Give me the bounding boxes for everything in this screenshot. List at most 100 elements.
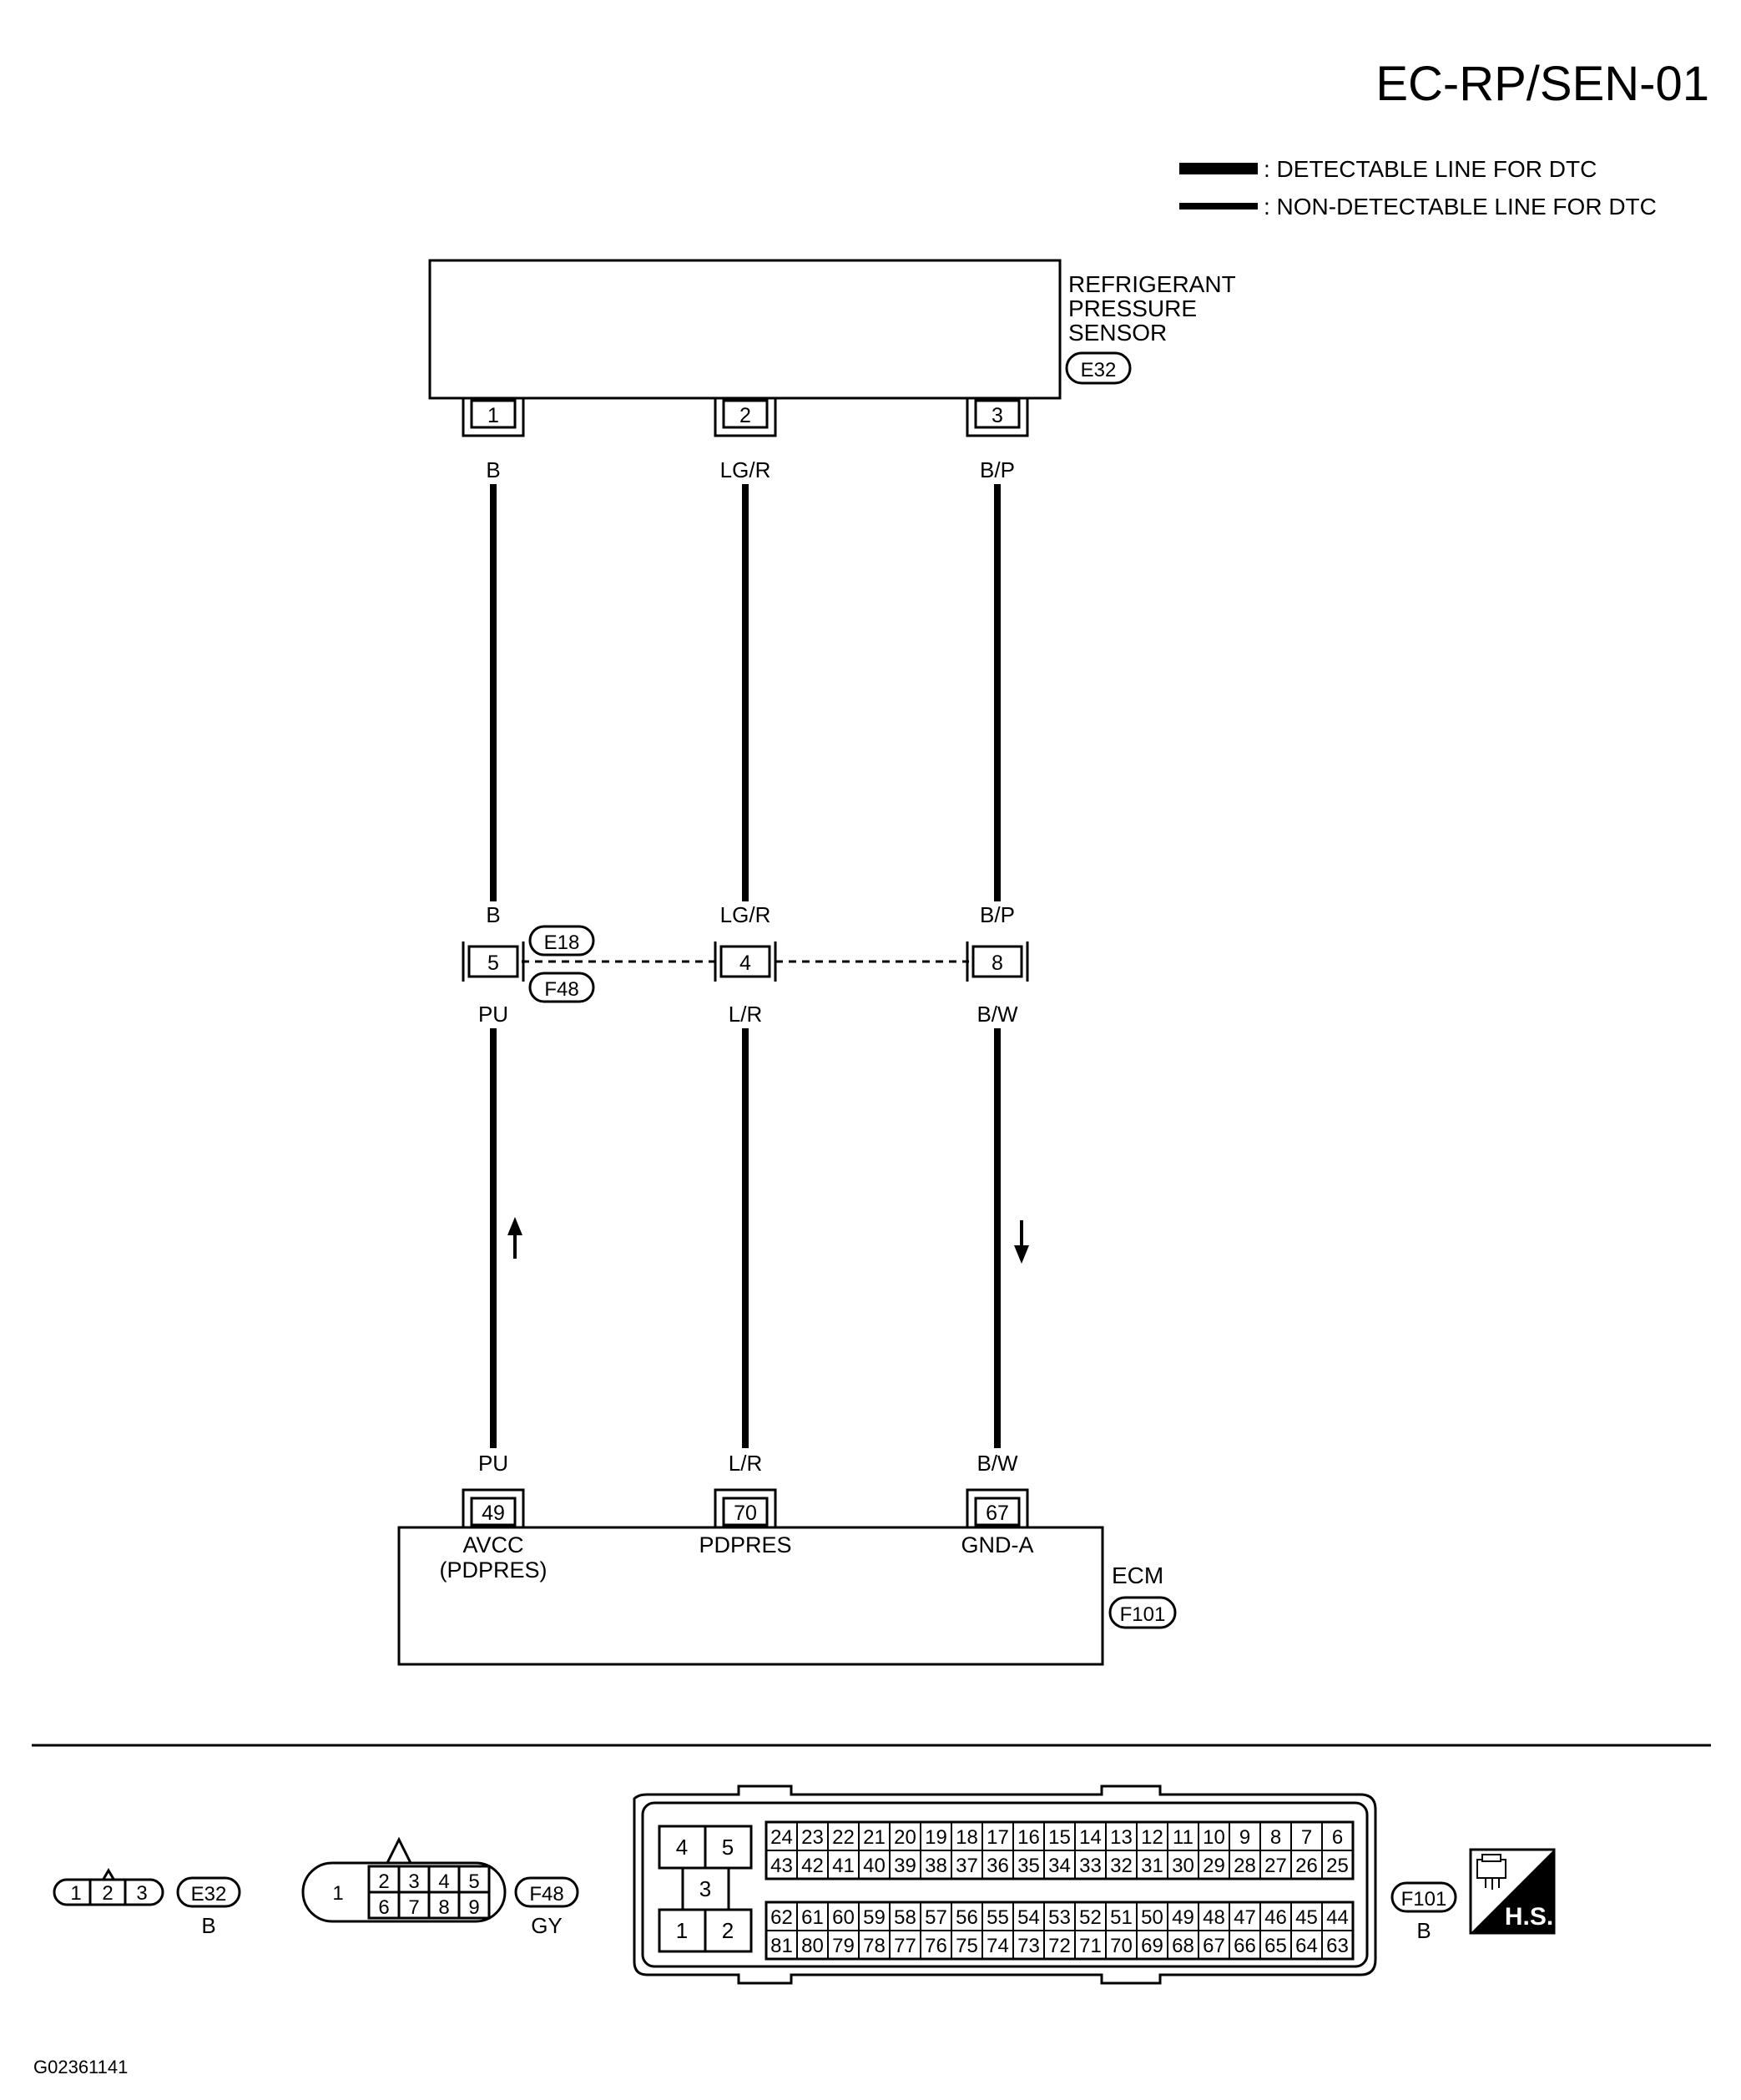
f101-pin-number: 59 bbox=[863, 1906, 886, 1929]
f101-pin-number: 26 bbox=[1295, 1855, 1318, 1877]
ecm-terminal-49-label: AVCC bbox=[462, 1532, 523, 1557]
f101-pin-number: 75 bbox=[956, 1935, 978, 1957]
f101-view-pin-4: 4 bbox=[676, 1835, 688, 1860]
f101-pin-number: 38 bbox=[925, 1855, 947, 1877]
e32-view-pin-1: 1 bbox=[70, 1882, 81, 1905]
f101-pin-number: 72 bbox=[1048, 1935, 1071, 1957]
f101-pin-number: 18 bbox=[956, 1826, 978, 1849]
sensor-connector-id: E32 bbox=[1081, 359, 1117, 381]
f101-pin-number: 27 bbox=[1264, 1855, 1287, 1877]
f101-pin-number: 20 bbox=[894, 1826, 916, 1849]
f101-view-color: B bbox=[1416, 1918, 1431, 1943]
arrow-down-icon bbox=[1014, 1220, 1029, 1264]
f101-pin-number: 16 bbox=[1017, 1826, 1040, 1849]
f101-pin-number: 39 bbox=[894, 1855, 916, 1877]
joint-pin-5: 5 bbox=[462, 941, 525, 982]
ecm-pin-67: 67 bbox=[966, 1488, 1029, 1527]
f48-view-id: F48 bbox=[529, 1883, 563, 1906]
f101-pin-number: 49 bbox=[1172, 1906, 1194, 1929]
f101-pin-number: 35 bbox=[1017, 1855, 1040, 1877]
f101-pin-number: 69 bbox=[1141, 1935, 1163, 1957]
ecm-pin-70-number: 70 bbox=[734, 1502, 757, 1525]
f101-pin-number: 13 bbox=[1110, 1826, 1133, 1849]
f101-pin-number: 8 bbox=[1270, 1826, 1281, 1849]
sensor-label-line1: REFRIGERANT bbox=[1068, 271, 1236, 297]
detectable-line-sample bbox=[1179, 163, 1258, 174]
e32-view-pin-3: 3 bbox=[136, 1882, 147, 1905]
f101-view-pin-1: 1 bbox=[676, 1918, 688, 1943]
f101-pin-number: 81 bbox=[770, 1935, 793, 1957]
f101-pin-number: 37 bbox=[956, 1855, 978, 1877]
f48-view-pin-7: 7 bbox=[408, 1896, 419, 1919]
f101-pin-number: 23 bbox=[801, 1826, 824, 1849]
f48-view-pin-9: 9 bbox=[468, 1896, 479, 1919]
ecm-pin-49-number: 49 bbox=[482, 1502, 505, 1525]
f48-view-pin-1: 1 bbox=[332, 1882, 343, 1905]
f101-pin-number: 65 bbox=[1264, 1935, 1287, 1957]
f48-connector-view: 1 2 3 4 5 6 7 8 9 F48 GY bbox=[301, 1836, 579, 1938]
f48-view-pin-4: 4 bbox=[438, 1870, 449, 1893]
joint-pin-4: 4 bbox=[714, 941, 777, 982]
ecm-connector-badge bbox=[1108, 1596, 1177, 1629]
f48-view-pin-8: 8 bbox=[438, 1896, 449, 1919]
f101-pin-number: 48 bbox=[1203, 1906, 1225, 1929]
e32-view-pin-2: 2 bbox=[102, 1882, 113, 1905]
f101-pin-number: 12 bbox=[1141, 1826, 1163, 1849]
sensor-pin-1: 1 bbox=[462, 398, 525, 437]
joint-connector-f48-badge bbox=[528, 972, 595, 1003]
f101-pin-number: 47 bbox=[1234, 1906, 1256, 1929]
wire-1-color-joint-top: B bbox=[486, 902, 500, 927]
f101-pin-number: 19 bbox=[925, 1826, 947, 1849]
legend: : DETECTABLE LINE FOR DTC : NON-DETECTAB… bbox=[1179, 156, 1657, 220]
f101-pin-number: 79 bbox=[832, 1935, 855, 1957]
wire-3-color-joint-top: B/P bbox=[980, 902, 1015, 927]
f101-pin-number: 68 bbox=[1172, 1935, 1194, 1957]
ecm-box bbox=[397, 1526, 1104, 1666]
f101-pin-number: 17 bbox=[987, 1826, 1009, 1849]
f101-pin-number: 55 bbox=[987, 1906, 1009, 1929]
f101-pin-number: 36 bbox=[987, 1855, 1009, 1877]
sensor-pin-3: 3 bbox=[966, 398, 1029, 437]
f101-pin-number: 56 bbox=[956, 1906, 978, 1929]
connector-icon bbox=[1476, 1854, 1506, 1890]
e32-view-color: B bbox=[201, 1913, 215, 1938]
f101-pin-number: 32 bbox=[1110, 1855, 1133, 1877]
joint-connector-e18-id: E18 bbox=[544, 931, 580, 954]
hs-label: H.S. bbox=[1505, 1903, 1553, 1931]
wire-2-color-ecm: L/R bbox=[729, 1451, 762, 1476]
e32-view-id: E32 bbox=[191, 1883, 227, 1906]
sensor-label-line3: SENSOR bbox=[1068, 320, 1167, 346]
joint-pin-8-number: 8 bbox=[992, 952, 1003, 975]
f101-pin-number: 80 bbox=[801, 1935, 824, 1957]
f101-pin-cell bbox=[1321, 1930, 1354, 1960]
f101-pin-number: 46 bbox=[1264, 1906, 1287, 1929]
wire-1-color-joint-bottom: PU bbox=[478, 1002, 508, 1027]
f101-pin-number: 33 bbox=[1079, 1855, 1102, 1877]
wire-3-color-ecm: B/W bbox=[976, 1451, 1018, 1476]
f101-pin-number: 31 bbox=[1141, 1855, 1163, 1877]
f101-pin-number: 24 bbox=[770, 1826, 793, 1849]
f101-pin-number: 40 bbox=[863, 1855, 886, 1877]
sensor-label-line2: PRESSURE bbox=[1068, 295, 1197, 321]
refrigerant-pressure-sensor-box bbox=[428, 259, 1062, 400]
f101-pin-number: 71 bbox=[1079, 1935, 1102, 1957]
f101-pin-number: 61 bbox=[801, 1906, 824, 1929]
f48-view-pin-6: 6 bbox=[378, 1896, 389, 1919]
wire-3-color-joint-bottom: B/W bbox=[976, 1002, 1018, 1027]
f101-pin-number: 77 bbox=[894, 1935, 916, 1957]
f101-pin-number: 62 bbox=[770, 1906, 793, 1929]
f101-pin-number: 63 bbox=[1326, 1935, 1349, 1957]
sensor-connector-badge bbox=[1065, 351, 1132, 385]
f101-pin-number: 15 bbox=[1048, 1826, 1071, 1849]
f101-pin-number: 53 bbox=[1048, 1906, 1071, 1929]
f101-pin-number: 7 bbox=[1301, 1826, 1312, 1849]
f101-view-id: F101 bbox=[1401, 1888, 1447, 1911]
f101-view-pin-5: 5 bbox=[722, 1835, 734, 1860]
f101-pin-number: 78 bbox=[863, 1935, 886, 1957]
joint-pin-8: 8 bbox=[966, 941, 1029, 982]
wire-1-color-top: B bbox=[486, 457, 500, 482]
figure-code: G02361141 bbox=[33, 2057, 128, 2077]
f101-pin-number: 6 bbox=[1332, 1826, 1343, 1849]
f101-pin-number: 10 bbox=[1203, 1826, 1225, 1849]
